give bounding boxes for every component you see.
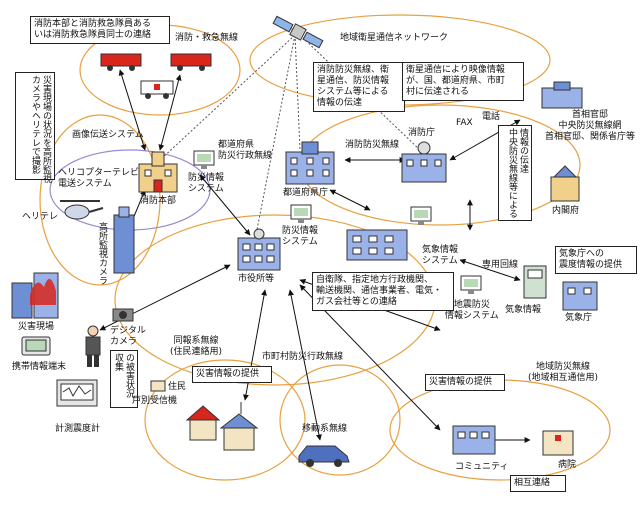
broadcast-radio-label: 同報系無線 (住民連絡用) (170, 336, 223, 357)
damage-collection-box: の被害状況 収集 (110, 350, 138, 408)
prefecture-building-icon (285, 141, 335, 185)
weather-info-system-label: 気象情報 システム (422, 245, 459, 266)
local-disaster-info-system-label: 地震防災 情報システム (445, 300, 499, 321)
jma-label: 気象庁 (565, 313, 593, 323)
ambulance-icon (140, 80, 174, 99)
monitor-icon (290, 204, 312, 223)
cabinet-office-label: 内閣府 (552, 206, 580, 216)
hospital-label: 病院 (558, 460, 577, 470)
fire-agency-building-icon (401, 141, 447, 183)
mutual-contact-box: 相互連絡 (510, 475, 566, 492)
monitor-icon (410, 206, 432, 225)
mobile-radio-label: 移動系無線 (302, 424, 348, 434)
phone-label: 電話 (482, 112, 501, 122)
community-label: コミュニティ (455, 462, 509, 472)
jma-building-icon (562, 281, 598, 311)
community-building-icon (452, 425, 496, 455)
fire-hq-note-box: 消防本部と消防救急隊員ある いは消防救急隊員同士の連絡 (30, 16, 170, 44)
fire-disaster-note-box: 消防防災無線、衛 星通信、防災情報 システム等による 情報の伝達 (313, 62, 405, 112)
weather-building-icon (346, 229, 408, 261)
jma-note-box: 気象庁への 震度情報の提供 (555, 246, 637, 274)
mobile-terminal-icon (21, 336, 51, 356)
prefecture-radio-label: 都道府県 防災行政無線 (218, 140, 273, 161)
disaster-info-provision-2-box: 災害情報の提供 (425, 374, 505, 391)
fire-truck-icon (170, 53, 212, 71)
fire-hq-label: 消防本部 (140, 196, 177, 206)
fire-truck-icon (100, 53, 142, 71)
disaster-info-system-2-label: 防災情報 システム (282, 226, 319, 247)
prefecture-office-label: 都道府県庁 (283, 188, 329, 198)
satellite-video-note-box: 衛星通信により映像情報 が、国、都道府県、市町 村に伝達される (402, 62, 524, 101)
digital-camera-label: デジタル カメラ (110, 326, 146, 347)
fire-hq-building-icon (138, 151, 178, 193)
weather-info-label: 気象情報 (505, 305, 542, 315)
heli-tv-label: ヘリコプターテレビ 電送システム (58, 168, 140, 189)
monitor-icon (193, 150, 215, 169)
disaster-info-system-1-label: 防災情報 システム (188, 173, 225, 194)
receiver-icon (150, 380, 166, 392)
pm-office-building-icon (541, 81, 583, 109)
central-radio-note-box: 情報の伝達 中央防災無線等による (498, 125, 532, 221)
seismometer-icon (56, 379, 98, 407)
seismometer-label: 計測震度計 (55, 424, 101, 434)
fire-radio-label: 消防・救急無線 (175, 33, 239, 43)
regional-radio-label: 地域防災無線 (地域相互通信用) (528, 362, 599, 383)
burning-building-icon (11, 272, 59, 319)
pm-office-label: 首相官邸 中央防災無線網 首相官邸、関係省庁等 (545, 110, 636, 142)
dedicated-line-label: 専用回線 (482, 260, 519, 270)
household-receiver-label: 戸別受信機 (132, 396, 178, 406)
heli-tv-short-label: ヘリテレ (22, 212, 59, 222)
weather-info-device-icon (523, 265, 547, 299)
fire-agency-label: 消防庁 (408, 128, 436, 138)
fax-label: FAX (456, 118, 473, 128)
high-camera-label: 高所監視カメラ (97, 222, 107, 285)
disaster-info-provision-1-box: 災害情報の提供 (192, 366, 272, 383)
mobile-terminal-label: 携帯情報端末 (12, 362, 67, 372)
agencies-note-box: 自衛隊、指定地方行政機関、 輸送機関、通信事業者、電気・ ガス会社等との連絡 (312, 272, 454, 311)
residential-houses-icon (185, 402, 259, 451)
monitor-icon (460, 275, 482, 294)
helicopter-icon (60, 200, 104, 220)
car-icon (298, 445, 350, 467)
monitoring-tower-icon (113, 206, 135, 274)
disaster-scene-monitor-note-box: 災害現場の状況を高所監視 カメラやヘリテレで撮影 (15, 72, 55, 183)
hospital-building-icon (542, 430, 574, 456)
city-hall-building-icon (237, 228, 281, 271)
satellite-icon (272, 15, 324, 49)
fire-disaster-radio-label: 消防防災無線 (345, 140, 400, 150)
municipal-radio-label: 市町村防災行政無線 (262, 352, 344, 362)
cabinet-office-building-icon (550, 165, 580, 202)
digital-camera-icon (112, 308, 134, 322)
satellite-network-label: 地域衛星通信ネットワーク (340, 33, 449, 43)
disaster-scene-label: 災害現場 (18, 322, 55, 332)
person-icon (85, 325, 101, 367)
city-hall-label: 市役所等 (238, 274, 275, 284)
residents-label: 住民 (168, 382, 187, 392)
image-transmission-label: 画像伝送システム (72, 130, 144, 140)
